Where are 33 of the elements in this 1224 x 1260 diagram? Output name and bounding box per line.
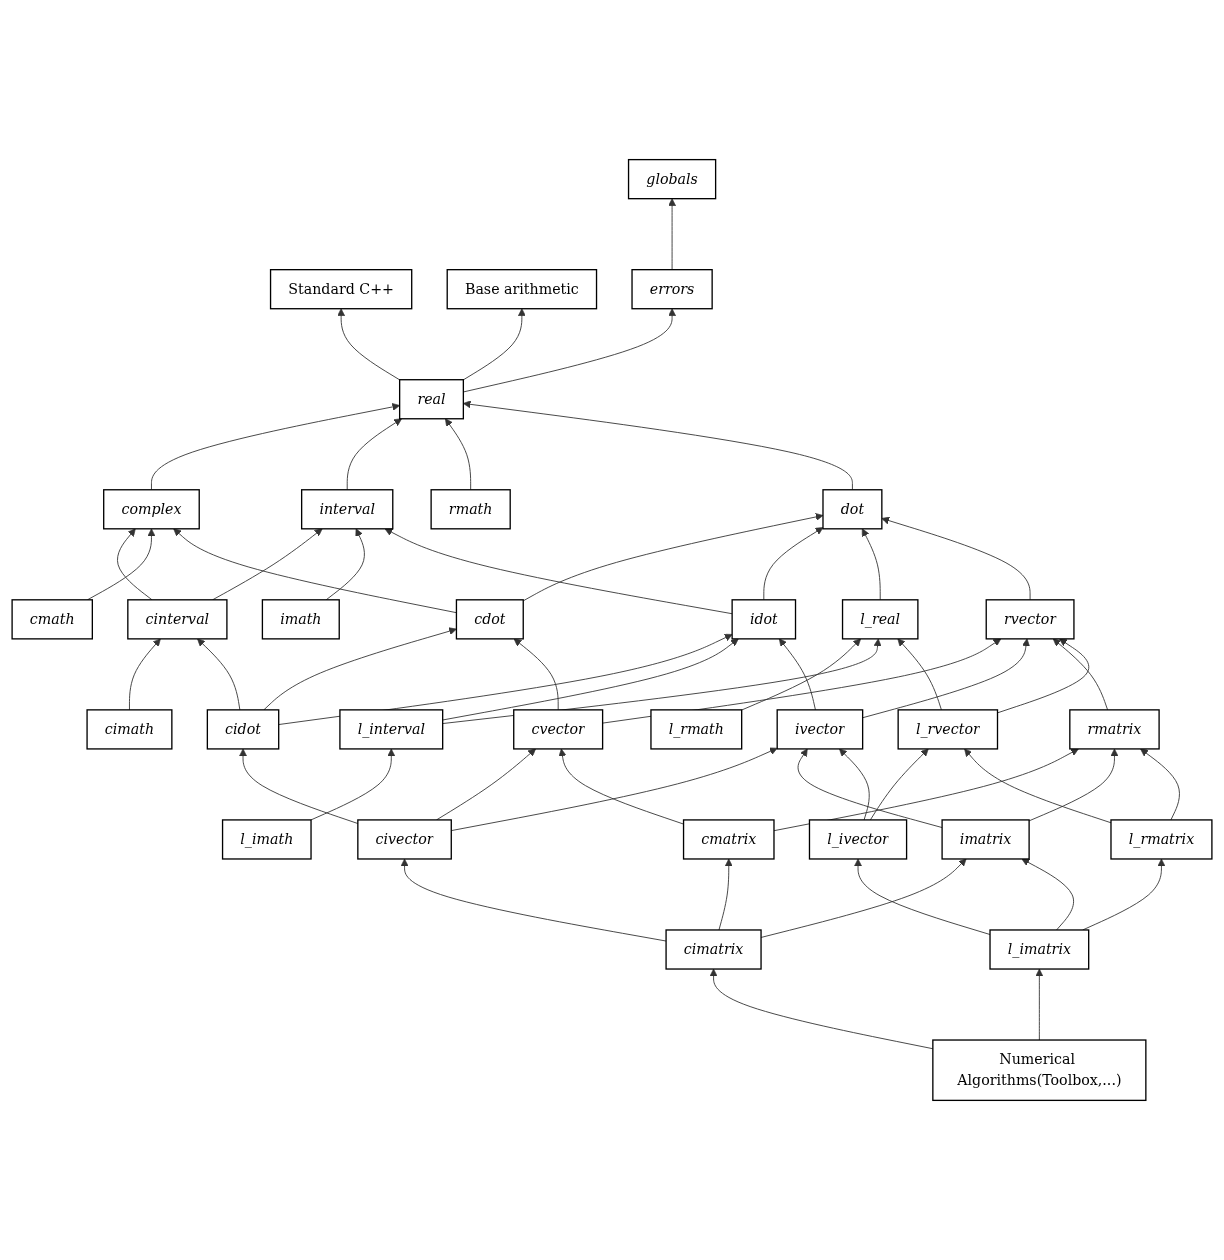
- node-box: cdot: [455, 599, 524, 640]
- node-box: interval: [301, 489, 394, 530]
- node-box: cvector: [513, 709, 604, 750]
- node-box: imatrix: [941, 819, 1030, 860]
- node-box: l_imatrix: [989, 929, 1090, 970]
- node-box: errors: [631, 269, 713, 310]
- node-box: idot: [731, 599, 797, 640]
- node-box: l_ivector: [808, 819, 908, 860]
- node-box: Base arithmetic: [446, 269, 598, 310]
- node-box: l_rvector: [897, 709, 999, 750]
- node-box: cmath: [11, 599, 93, 640]
- node-box: cidot: [206, 709, 280, 750]
- node-box: Numerical Algorithms(Toolbox,...): [932, 1039, 1147, 1102]
- node-box: imath: [261, 599, 340, 640]
- node-box: l_rmath: [650, 709, 743, 750]
- node-box: globals: [627, 158, 717, 200]
- node-box: l_real: [841, 599, 919, 640]
- node-box: cimatrix: [665, 929, 762, 970]
- node-box: Standard C++: [269, 269, 413, 310]
- node-box: rvector: [985, 599, 1075, 640]
- node-box: l_rmatrix: [1110, 819, 1213, 860]
- node-box: rmath: [430, 489, 511, 530]
- node-box: l_imath: [221, 819, 312, 860]
- node-box: complex: [103, 489, 200, 530]
- node-box: rmatrix: [1069, 709, 1160, 750]
- node-box: civector: [357, 819, 452, 860]
- node-box: dot: [822, 489, 883, 530]
- node-box: cmatrix: [682, 819, 775, 860]
- node-box: cimath: [86, 709, 173, 750]
- node-box: l_interval: [339, 709, 444, 750]
- node-box: cinterval: [127, 599, 228, 640]
- node-box: ivector: [776, 709, 864, 750]
- node-box: real: [399, 379, 464, 420]
